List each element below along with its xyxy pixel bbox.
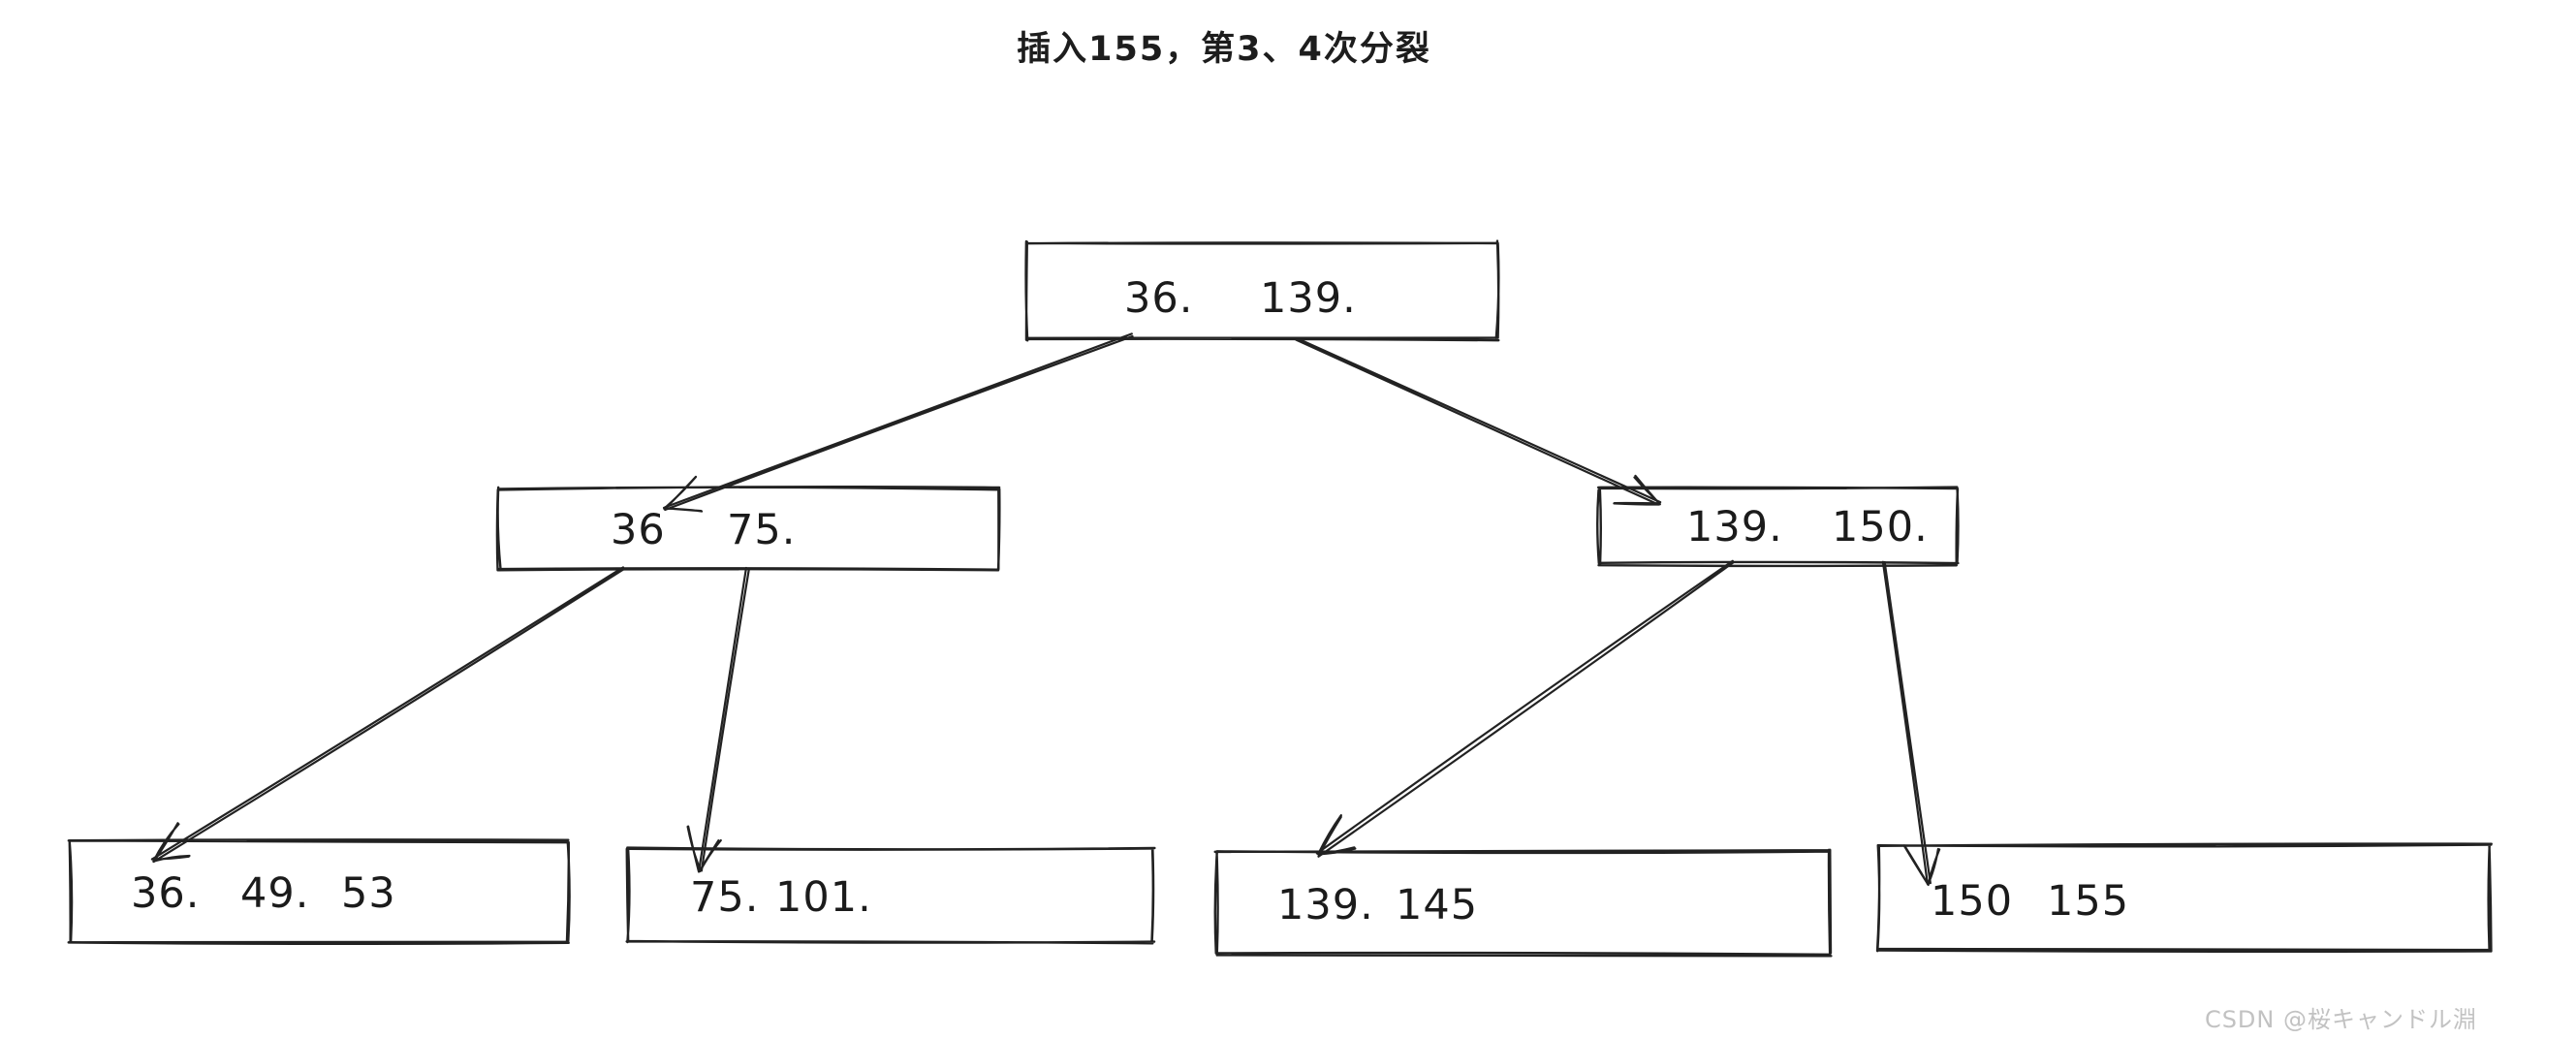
node-key: 150.	[1832, 503, 1929, 551]
tree-node-leaf-4: 150 155	[1875, 842, 2493, 954]
tree-node-internal-right: 139. 150.	[1596, 486, 1960, 568]
tree-node-root: 36. 139.	[1024, 239, 1500, 342]
node-box-fill	[630, 851, 1151, 940]
tree-node-internal-left: 36 75.	[495, 485, 1001, 572]
edge-line	[664, 332, 1134, 512]
arrowhead	[1316, 814, 1357, 857]
edge-internal-left-to-leaf-1	[150, 566, 626, 864]
edge-root-to-internal-left	[662, 332, 1134, 513]
edge-line	[151, 566, 626, 864]
node-box-outline	[1024, 239, 1500, 342]
node-key: 145	[1396, 881, 1478, 929]
node-box-outline	[1213, 848, 1833, 958]
node-key: 101.	[775, 873, 872, 922]
tree-node-leaf-2: 75. 101.	[625, 846, 1156, 945]
arrowhead	[686, 825, 722, 873]
node-key: 36.	[1124, 274, 1193, 323]
node-box-fill	[501, 490, 996, 568]
node-key: 49.	[240, 869, 309, 918]
node-box-fill	[1029, 244, 1495, 337]
arrowhead	[1902, 844, 1941, 887]
tree-node-leaf-3: 139. 145	[1213, 848, 1833, 958]
edge-internal-right-to-leaf-3	[1315, 559, 1735, 858]
node-key: 139.	[1277, 881, 1374, 929]
edge-line	[1295, 337, 1662, 506]
edge-line	[1881, 560, 1932, 886]
arrowhead	[150, 822, 191, 864]
node-key: 139.	[1260, 274, 1357, 323]
node-key: 75.	[727, 506, 796, 554]
node-box-fill	[1218, 853, 1828, 953]
node-key: 75.	[690, 873, 759, 922]
diagram-title: 插入155，第3、4次分裂	[1017, 30, 1431, 69]
node-key: 36	[611, 506, 666, 554]
node-box-fill	[1880, 847, 2489, 948]
edge-internal-left-to-leaf-2	[686, 566, 751, 873]
node-key: 36.	[131, 869, 200, 918]
watermark: CSDN @桜キャンドル淵	[2205, 1006, 2477, 1033]
node-box-outline	[1596, 486, 1960, 568]
edge-root-to-internal-right	[1295, 337, 1662, 506]
node-box-outline	[67, 838, 571, 946]
edge-line	[698, 566, 751, 872]
node-key: 53	[341, 869, 396, 918]
node-key: 150	[1931, 877, 2013, 926]
tree-node-leaf-1: 36. 49. 53	[67, 838, 571, 946]
edge-line	[1315, 559, 1735, 858]
arrowhead	[662, 475, 704, 513]
node-key: 155	[2047, 877, 2129, 926]
node-box-outline	[625, 846, 1156, 945]
node-box-outline	[1875, 842, 2493, 954]
node-key: 139.	[1686, 503, 1783, 551]
edge-internal-right-to-leaf-4	[1881, 560, 1941, 887]
arrowhead	[1613, 474, 1661, 506]
